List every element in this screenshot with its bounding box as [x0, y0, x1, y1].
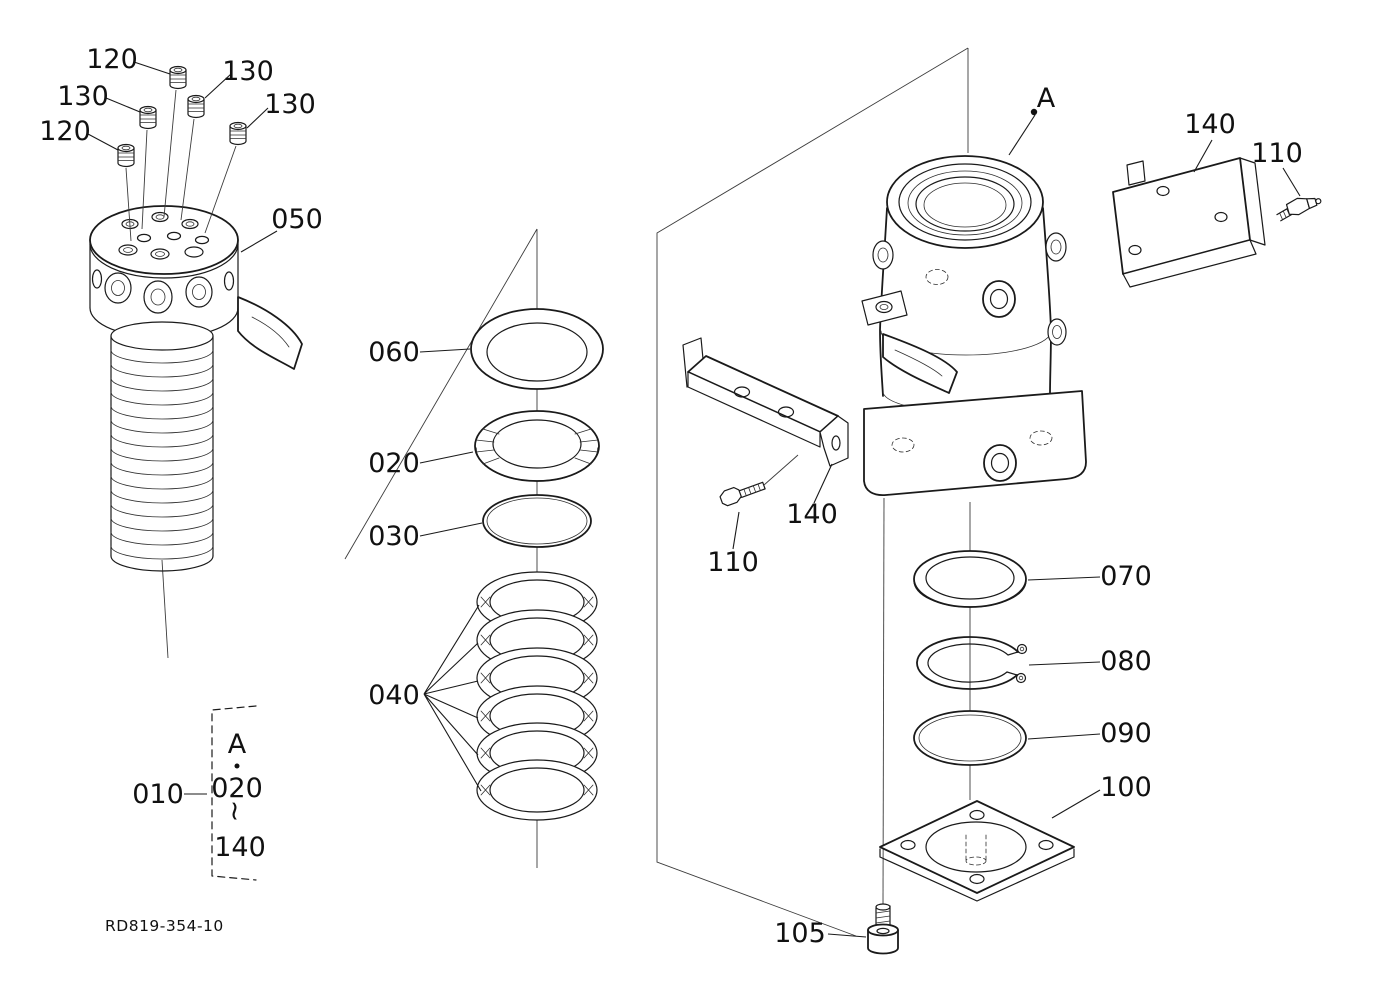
callout-010: 010: [132, 779, 184, 810]
ring-070: [913, 550, 1027, 608]
middle-parts-column: [470, 308, 604, 821]
plug-fitting-130-right: [229, 121, 247, 146]
detail-a-dot: [234, 763, 240, 769]
detail-a-marker-dot: [1030, 108, 1038, 116]
detail-note-dashed-box: [211, 705, 257, 881]
callout-130-right: 130: [264, 89, 316, 120]
callout-100: 100: [1100, 772, 1152, 803]
callout-040: 040: [368, 680, 420, 711]
callout-110-left: 110: [707, 547, 759, 578]
callout-020: 020: [368, 448, 420, 479]
callout-140-left: 140: [786, 499, 838, 530]
detail-a-label-left: A: [228, 729, 247, 760]
leader-lines: [87, 61, 1301, 938]
seal-ring-stack-040: [476, 571, 598, 821]
detail-note: A 020 ~ 140 010: [132, 705, 266, 881]
bolt-alignment-line: [763, 454, 799, 486]
callout-030: 030: [368, 521, 420, 552]
callout-060: 060: [368, 337, 420, 368]
block-lever: [237, 296, 303, 370]
right-valve-assembly: [682, 155, 1322, 955]
left-valve-assembly: [89, 65, 303, 572]
valve-spool: [110, 321, 214, 572]
callout-090: 090: [1100, 718, 1152, 749]
note-tilde: ~: [219, 800, 250, 823]
callout-130-left: 130: [57, 81, 109, 112]
fitting-110-top-right: [1276, 197, 1322, 222]
callout-120-top: 120: [86, 44, 138, 75]
washer-060: [470, 308, 604, 390]
note-range-start: 020: [211, 773, 263, 804]
screw-105: [867, 903, 899, 955]
callout-105: 105: [774, 918, 826, 949]
o-ring-030: [482, 494, 592, 548]
o-ring-090: [913, 710, 1027, 766]
callout-labels: 120 130 130 120 130 050 060 020 030 040 …: [39, 44, 1303, 949]
snap-ring-080: [916, 636, 1028, 690]
bracket-140-top-right: [1112, 157, 1266, 288]
plug-fitting-130-left: [139, 105, 157, 130]
plug-fitting-130-top: [187, 94, 205, 119]
callout-080: 080: [1100, 646, 1152, 677]
callout-120-left: 120: [39, 116, 91, 147]
seal-020: [474, 410, 600, 482]
callout-050: 050: [271, 204, 323, 235]
note-range-end: 140: [214, 832, 266, 863]
bolt-110-left: [719, 481, 766, 507]
callout-130-top: 130: [222, 56, 274, 87]
cover-plate-100: [879, 800, 1075, 902]
main-valve-body: [861, 155, 1087, 496]
detail-a-label-right: A: [1037, 83, 1056, 114]
callout-070: 070: [1100, 561, 1152, 592]
plug-fitting-120-left: [117, 143, 135, 168]
bracket-140-left: [682, 337, 849, 467]
callout-140-top-right: 140: [1184, 109, 1236, 140]
drawing-number-text: RD819-354-10: [105, 917, 224, 935]
valve-top-block-050: [89, 205, 239, 339]
plug-insertion-lines: [125, 89, 237, 242]
callout-110-top-right: 110: [1251, 138, 1303, 169]
plug-fitting-120-top: [169, 65, 187, 90]
